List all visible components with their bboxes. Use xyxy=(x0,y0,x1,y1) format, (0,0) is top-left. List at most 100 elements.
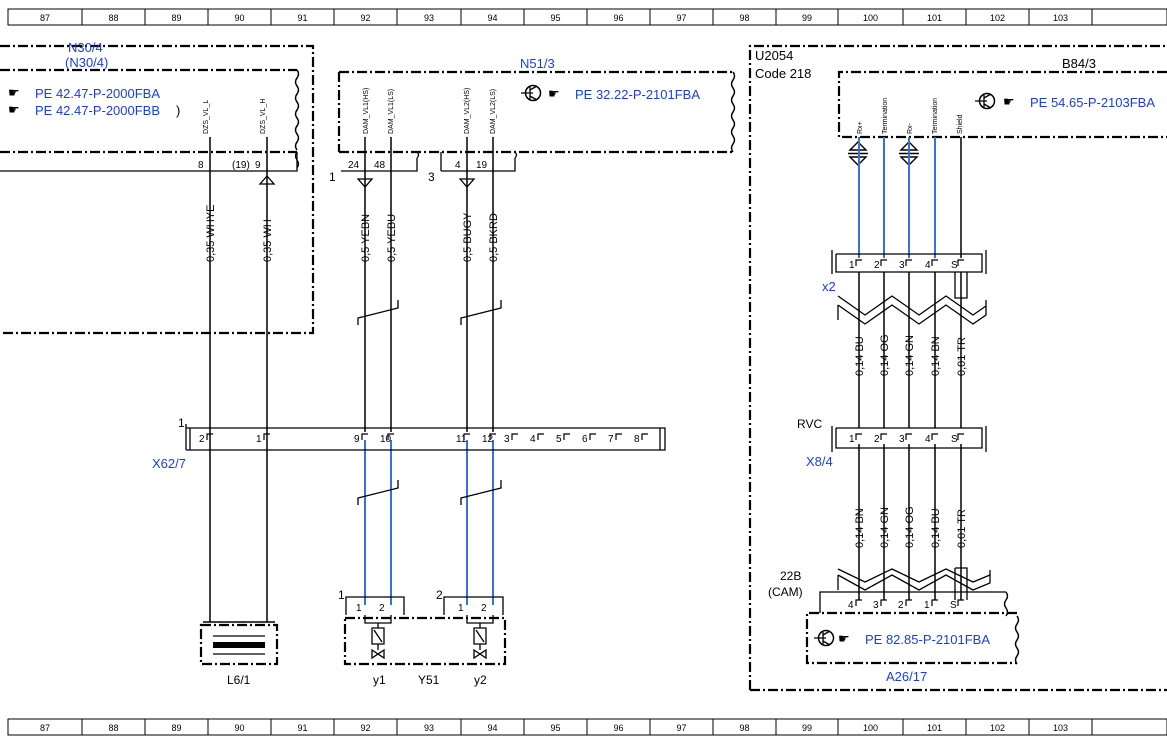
n51-title: N51/3 xyxy=(520,56,555,71)
a26-title: A26/17 xyxy=(886,669,927,684)
component-l6-1: L6/1 xyxy=(199,621,279,687)
svg-text:Termination: Termination xyxy=(932,98,939,134)
wire-label: 0,01 TR xyxy=(956,509,968,548)
grid-column-label: 101 xyxy=(927,13,942,23)
wire-label: 0,14 BN xyxy=(854,508,866,548)
grid-column-label: 91 xyxy=(297,13,307,23)
svg-text:22B: 22B xyxy=(780,569,801,583)
n30-alt: (N30/4) xyxy=(65,55,108,70)
valve-symbol-y1 xyxy=(364,615,392,660)
u2054-code: Code 218 xyxy=(755,66,811,81)
module-n51-3: N51/3 ☛ PE 32.22-P-2101FBA DAM_VL1(HS) D… xyxy=(329,56,736,184)
svg-text:0,5 BUGY: 0,5 BUGY xyxy=(462,212,474,262)
pointing-hand-icon: ☛ xyxy=(1003,94,1015,109)
svg-text:DZS_VL_L: DZS_VL_L xyxy=(203,100,210,134)
grid-column-label: 88 xyxy=(108,723,118,733)
svg-text:8: 8 xyxy=(198,160,204,171)
connector-pin-label: S xyxy=(951,260,958,271)
svg-text:48: 48 xyxy=(374,160,386,171)
connector-pin-label: 12 xyxy=(482,434,494,445)
grid-column-label: 94 xyxy=(487,13,497,23)
svg-text:3: 3 xyxy=(428,170,435,184)
connector-pin-label: 3 xyxy=(899,260,905,271)
wire-label: 0,14 BU xyxy=(854,336,866,376)
grid-column-label: 96 xyxy=(613,13,623,23)
pointing-hand-icon: ☛ xyxy=(8,102,20,117)
connector-pin-label: 3 xyxy=(873,600,879,611)
connector-pin-label: 2 xyxy=(199,434,205,445)
svg-text:Rx-: Rx- xyxy=(907,122,914,134)
grid-column-label: 90 xyxy=(234,13,244,23)
connector-pin-label: 11 xyxy=(456,434,467,445)
svg-text:2: 2 xyxy=(436,588,443,602)
grid-column-label: 103 xyxy=(1053,723,1068,733)
grid-column-label: 96 xyxy=(613,723,623,733)
connector-pin-label: 1 xyxy=(256,434,262,445)
grid-column-label: 99 xyxy=(802,13,812,23)
a26-ref: PE 82.85-P-2101FBA xyxy=(865,632,990,647)
svg-text:L6/1: L6/1 xyxy=(227,673,251,687)
connector-pin-label: 4 xyxy=(925,260,931,271)
n30-ref2: PE 42.47-P-2000FBB xyxy=(35,103,160,118)
pointing-hand-icon: ☛ xyxy=(838,631,850,646)
connector-pin-label: 2 xyxy=(874,260,880,271)
grid-column-label: 87 xyxy=(40,723,50,733)
pointing-hand-icon: ☛ xyxy=(8,85,20,100)
svg-text:(19): (19) xyxy=(232,160,250,171)
svg-text:4: 4 xyxy=(455,160,461,171)
connector-pin-label: 7 xyxy=(608,434,614,445)
ground-transistor-icon xyxy=(521,84,542,102)
grid-column-label: 100 xyxy=(863,723,878,733)
connector-pin-label: 4 xyxy=(848,600,854,611)
ground-transistor-icon xyxy=(814,629,835,647)
connector-pin-label: 9 xyxy=(354,434,360,445)
component-y51: 1 2 1 2 1 2 y1 Y51 y2 xyxy=(338,588,507,687)
connector-pin-label: 2 xyxy=(898,600,904,611)
svg-text:19: 19 xyxy=(476,160,488,171)
svg-text:0,5 YEBU: 0,5 YEBU xyxy=(386,214,398,262)
grid-column-label: 97 xyxy=(676,13,686,23)
module-n30-4: N30/4 (N30/4) ☛ PE 42.47-P-2000FBA ☛ PE … xyxy=(0,40,315,335)
connector-pin-label: 1 xyxy=(924,600,930,611)
svg-text:9: 9 xyxy=(255,160,261,171)
grid-column-label: 98 xyxy=(739,13,749,23)
ground-transistor-icon xyxy=(975,92,996,110)
grid-column-label: 90 xyxy=(234,723,244,733)
svg-text:24: 24 xyxy=(348,160,360,171)
grid-column-label: 99 xyxy=(802,723,812,733)
svg-text:1: 1 xyxy=(338,588,345,602)
connector-pin-label: S xyxy=(951,434,958,445)
module-u2054: U2054 Code 218 xyxy=(748,44,1167,692)
u2054-title: U2054 xyxy=(755,48,793,63)
grid-column-label: 97 xyxy=(676,723,686,733)
b84-ref: PE 54.65-P-2103FBA xyxy=(1030,95,1155,110)
connector-pin-label: 3 xyxy=(504,434,510,445)
svg-text:0,35 WHYE: 0,35 WHYE xyxy=(205,205,217,262)
grid-column-label: 94 xyxy=(487,723,497,733)
svg-text:DZS_VL_H: DZS_VL_H xyxy=(260,99,267,134)
wires-n30: 0,35 WHYE 0,35 WH xyxy=(205,137,276,622)
svg-text:DAM_VL1(HS): DAM_VL1(HS) xyxy=(363,88,370,134)
wire-label: 0,14 GN xyxy=(879,507,891,548)
svg-text:2: 2 xyxy=(481,603,487,614)
grid-column-label: 89 xyxy=(171,13,181,23)
connector-pin-label: 1 xyxy=(849,434,855,445)
grid-column-label: 89 xyxy=(171,723,181,733)
svg-text:(CAM): (CAM) xyxy=(768,585,803,599)
grid-column-label: 91 xyxy=(297,723,307,733)
wire-label: 0,14 OG xyxy=(904,506,916,548)
svg-text:DAM_VL1(LS): DAM_VL1(LS) xyxy=(388,89,395,134)
wire-label: 0,14 BU xyxy=(930,508,942,548)
grid-column-label: 101 xyxy=(927,723,942,733)
svg-text:Shield: Shield xyxy=(957,114,964,134)
svg-text:y2: y2 xyxy=(474,673,487,687)
connector-pin-label: 10 xyxy=(380,434,392,445)
svg-text:y1: y1 xyxy=(373,673,386,687)
svg-text:1: 1 xyxy=(329,170,336,184)
wire-label: 0,14 GN xyxy=(904,335,916,376)
